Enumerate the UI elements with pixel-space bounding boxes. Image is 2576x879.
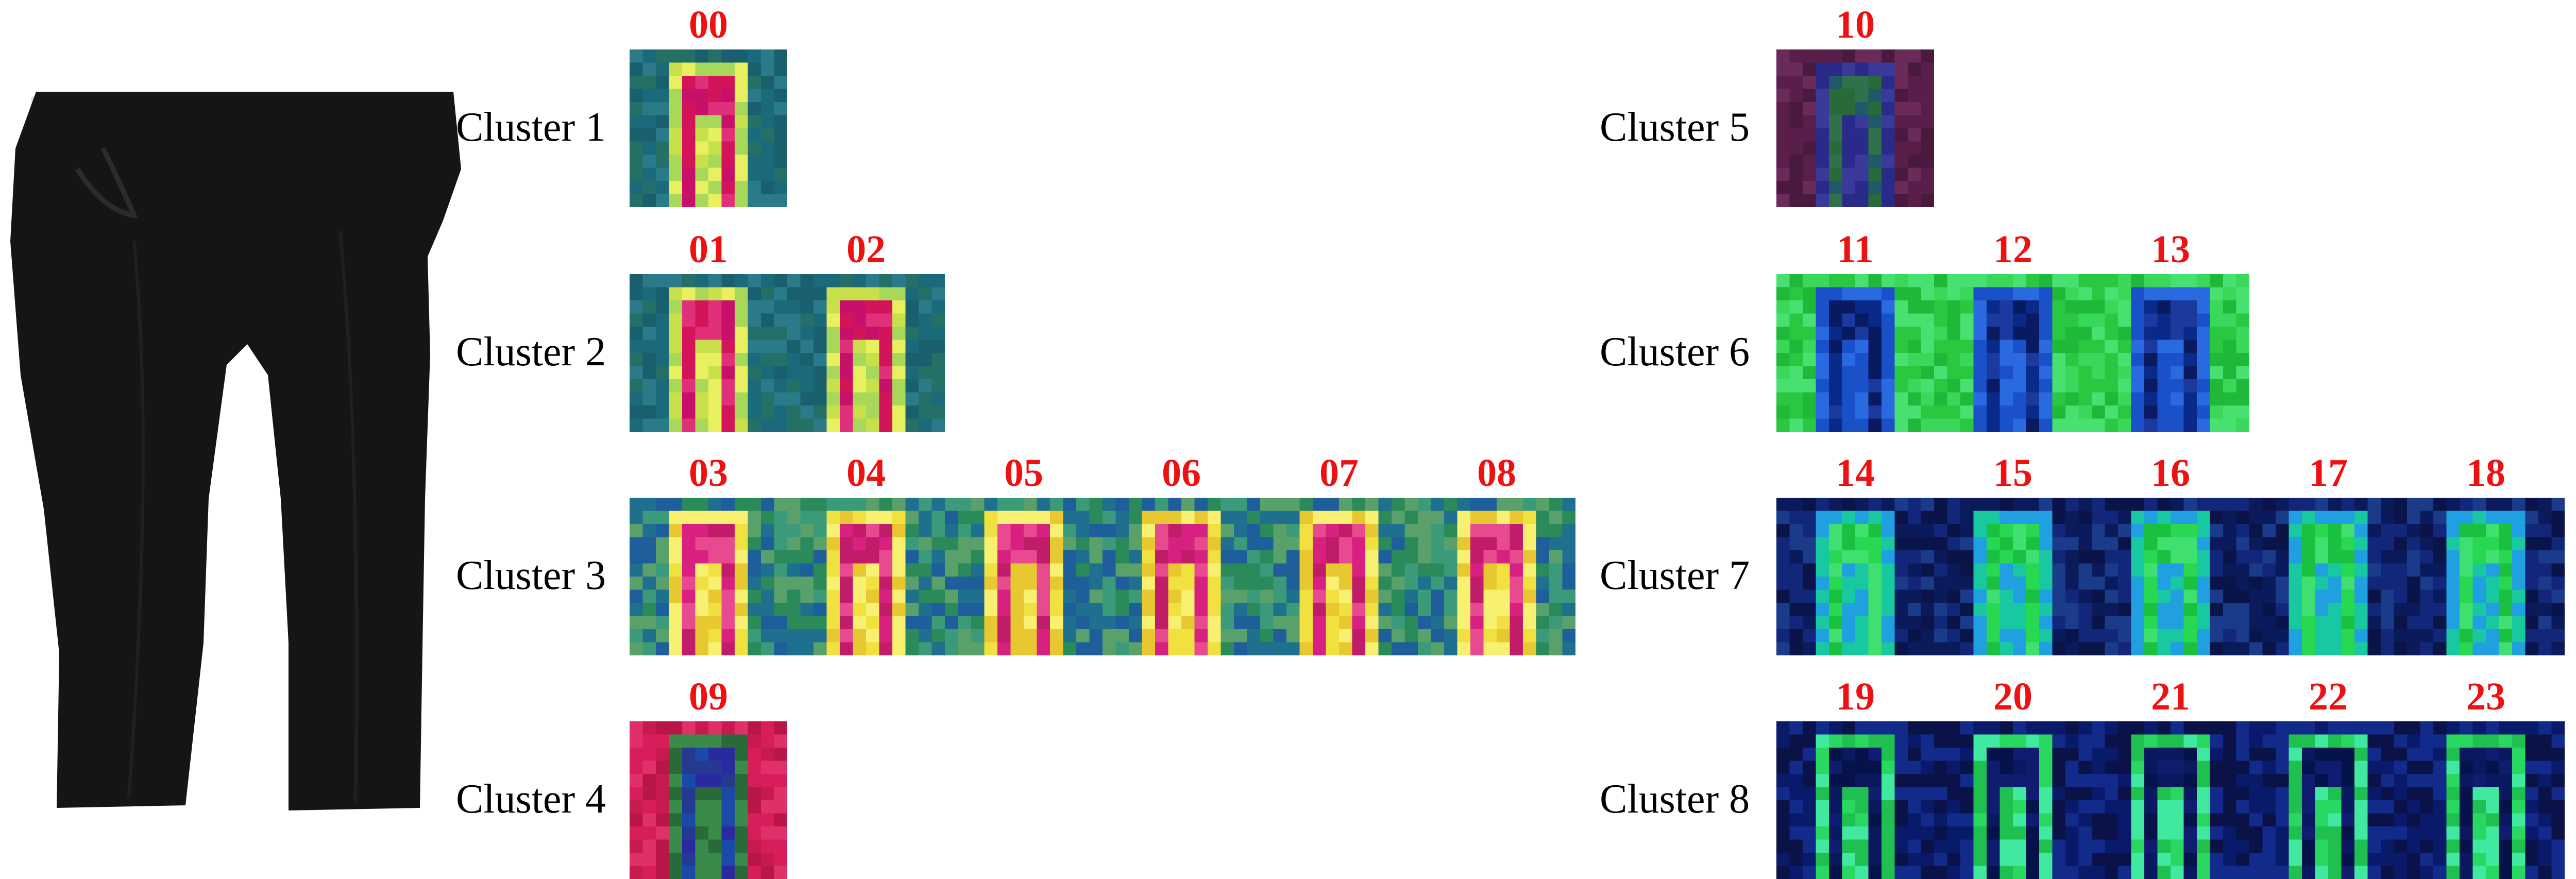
tile-number: 03 (689, 451, 728, 495)
tile-number: 23 (2466, 675, 2505, 718)
heatmap-tile (630, 721, 787, 879)
cluster-strip (630, 721, 787, 879)
tile-number: 16 (2151, 451, 2190, 495)
tile-number: 07 (1319, 451, 1359, 495)
heatmap-tile (2249, 498, 2407, 655)
crease-right (338, 230, 358, 803)
pants-silhouette (10, 92, 461, 810)
tile-number: 00 (689, 3, 728, 46)
cluster-strip (630, 274, 945, 432)
heatmap-tile (1103, 498, 1260, 655)
tile-number: 08 (1477, 451, 1516, 495)
cluster-label: Cluster 8 (1600, 776, 1750, 822)
tile-number: 11 (1837, 228, 1874, 271)
heatmap-tile (1418, 498, 1575, 655)
pocket-line (75, 147, 139, 219)
tile-number: 22 (2309, 675, 2348, 718)
cluster-label: Cluster 6 (1600, 329, 1750, 375)
tile-number: 01 (689, 228, 728, 271)
heatmap-tile (1934, 274, 2092, 432)
heatmap-tile (787, 274, 945, 432)
heatmap-tile (945, 498, 1103, 655)
heatmap-tile (630, 49, 787, 207)
heatmap-tile (2407, 498, 2565, 655)
heatmap-tile (630, 274, 787, 432)
tile-number: 09 (689, 675, 728, 718)
tile-number: 04 (846, 451, 886, 495)
cluster-strip (1776, 498, 2565, 655)
heatmap-tile (2249, 721, 2407, 879)
tile-number: 06 (1162, 451, 1201, 495)
heatmap-tile (1934, 721, 2092, 879)
heatmap-tile (1260, 498, 1418, 655)
heatmap-tile (787, 498, 945, 655)
cluster-strip (1776, 274, 2249, 432)
heatmap-tile (2092, 274, 2249, 432)
cluster-label: Cluster 5 (1600, 105, 1750, 150)
heatmap-tile (2092, 498, 2249, 655)
tile-number: 18 (2466, 451, 2505, 495)
heatmap-tile (1934, 498, 2092, 655)
pants-photo (10, 92, 461, 810)
tile-number: 05 (1004, 451, 1043, 495)
cluster-label: Cluster 7 (1600, 553, 1750, 598)
cluster-label: Cluster 2 (456, 329, 606, 375)
cluster-label: Cluster 3 (456, 553, 606, 598)
tile-number: 13 (2151, 228, 2190, 271)
cluster-strip (630, 49, 787, 207)
tile-number: 10 (1836, 3, 1875, 46)
tile-number: 21 (2151, 675, 2190, 718)
cluster-strip (1776, 49, 1934, 207)
tile-number: 20 (1993, 675, 2032, 718)
tile-number: 17 (2309, 451, 2348, 495)
heatmap-tile (2092, 721, 2249, 879)
heatmap-tile (1776, 49, 1934, 207)
heatmap-tile (1776, 274, 1934, 432)
heatmap-tile (630, 498, 787, 655)
cluster-strip (630, 498, 1575, 655)
tile-number: 12 (1993, 228, 2032, 271)
tile-number: 02 (846, 228, 886, 271)
cluster-strip (1776, 721, 2565, 879)
heatmap-tile (1776, 498, 1934, 655)
cluster-label: Cluster 4 (456, 776, 606, 822)
cluster-label: Cluster 1 (456, 105, 606, 150)
heatmap-tile (2407, 721, 2565, 879)
heatmap-tile (1776, 721, 1934, 879)
crease-left (127, 241, 145, 798)
tile-number: 15 (1993, 451, 2032, 495)
tile-number: 19 (1836, 675, 1875, 718)
tile-number: 14 (1836, 451, 1875, 495)
